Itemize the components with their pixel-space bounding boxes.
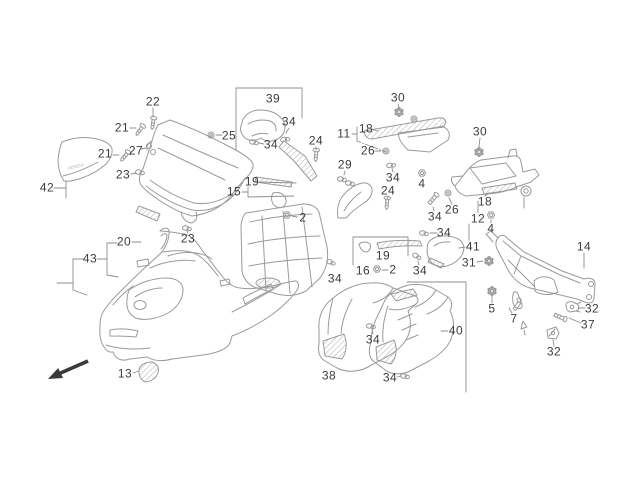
leader-lines: [53, 87, 586, 393]
part-windscreen: [57, 137, 113, 182]
part-screen-setting-strip: [254, 176, 293, 209]
part-cowl-stay-bracket: [485, 230, 596, 310]
part-side-bracket: [337, 182, 373, 219]
part-inner-panel: [240, 203, 329, 296]
part-meter-cover: [240, 109, 286, 142]
part-left-air-duct: [318, 282, 419, 372]
part-trim-strip: [135, 205, 161, 222]
part-lower-cap: [138, 361, 159, 383]
part-setting-strip-lower: [358, 239, 423, 253]
part-upper-stay: [363, 117, 450, 153]
part-upper-cowl: [138, 119, 254, 224]
fasteners: [117, 107, 582, 380]
part-garnish-strip: [278, 140, 318, 182]
part-cowl-stay-upper: [450, 148, 540, 209]
part-right-air-duct: [368, 283, 454, 375]
direction-arrow: [48, 359, 89, 379]
part-main-fairing: [99, 227, 299, 362]
windscreen-marking: HONDA: [67, 162, 84, 171]
part-mirror-cover: [426, 235, 465, 269]
